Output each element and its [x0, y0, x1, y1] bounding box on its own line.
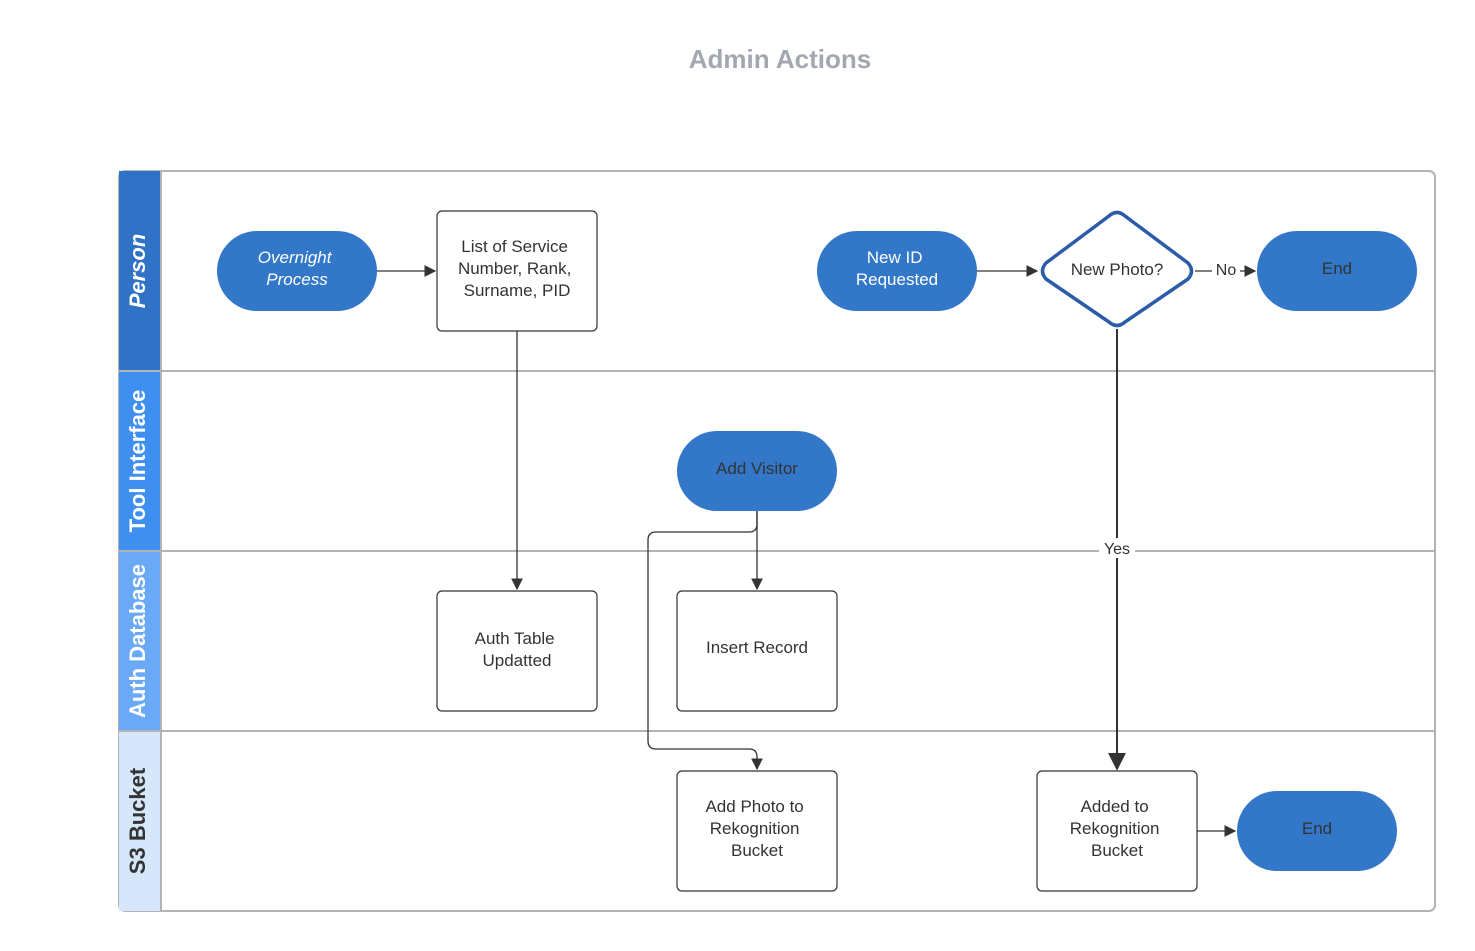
node-text-line: Bucket — [731, 841, 783, 860]
node-text-line: Rekognition — [1070, 819, 1160, 838]
insert-record-label: Insert Record — [706, 638, 808, 657]
add-photo-label: Add Photo to Rekognition Bucket — [705, 797, 808, 860]
terminal-overnight-process — [217, 231, 377, 311]
edge-add-visitor-to-add-photo — [647, 511, 763, 771]
node-text-line: Bucket — [1091, 841, 1143, 860]
edge-label-no: No — [1216, 262, 1237, 279]
node-text-line: Auth Table — [475, 629, 555, 648]
process-add-photo — [676, 770, 838, 892]
service-list-label: List of Service Number, Rank, Surname, P… — [458, 237, 576, 300]
node-text-line: New Photo? — [1071, 260, 1164, 279]
edge-labels: No Yes — [1099, 260, 1240, 558]
edge-label-bg — [1099, 538, 1135, 558]
node-text-line: New ID — [867, 248, 923, 267]
edge-label-bg — [1212, 260, 1240, 280]
terminal-end-s3 — [1237, 791, 1397, 871]
lane-label-person: Person — [125, 234, 150, 309]
process-service-list — [436, 210, 598, 332]
add-visitor-label: Add Visitor — [716, 459, 798, 478]
process-added-to-bucket — [1036, 770, 1198, 892]
node-text-line: Rekognition — [710, 819, 800, 838]
lane-label-tool-interface: Tool Interface — [125, 390, 150, 533]
node-text-line: Process — [266, 270, 328, 289]
node-text-line: End — [1322, 259, 1352, 278]
node-text-line: Add Visitor — [716, 459, 798, 478]
added-to-bucket-label: Added to Rekognition Bucket — [1070, 797, 1165, 860]
lane-header-person — [119, 171, 161, 371]
node-text-line: Add Photo to — [705, 797, 803, 816]
swimlanes: Person Tool Interface Auth Database S3 B… — [118, 170, 1436, 912]
lane-header-auth-database — [119, 551, 161, 731]
lane-header-tool-interface — [119, 371, 161, 551]
node-text-line: Updatted — [483, 651, 552, 670]
lane-label-auth-database: Auth Database — [125, 564, 150, 718]
node-text-line: Added to — [1081, 797, 1149, 816]
decision-new-photo — [1040, 210, 1194, 328]
edge-label-yes: Yes — [1104, 541, 1130, 558]
end-person-label: End — [1322, 259, 1352, 278]
process-auth-table-updated — [436, 590, 598, 712]
lane-header-s3-bucket — [119, 731, 161, 911]
node-text-line: Insert Record — [706, 638, 808, 657]
node-text-line: List of Service — [461, 237, 568, 256]
nodes: Overnight Process List of Service Number… — [217, 210, 1417, 892]
node-text-line: End — [1302, 819, 1332, 838]
auth-table-label: Auth Table Updatted — [475, 629, 560, 670]
new-photo-label: New Photo? — [1071, 260, 1164, 279]
terminal-new-id-requested — [817, 231, 977, 311]
new-id-requested-label: New ID Requested — [856, 248, 938, 289]
node-text-line: Requested — [856, 270, 938, 289]
lane-label-s3-bucket: S3 Bucket — [125, 767, 150, 874]
node-text-line: Surname, PID — [464, 281, 571, 300]
terminal-end-person — [1257, 231, 1417, 311]
terminal-add-visitor — [677, 431, 837, 511]
node-text-line: Number, Rank, — [458, 259, 571, 278]
overnight-process-label: Overnight Process — [258, 248, 336, 289]
diagram-title: Admin Actions — [688, 44, 872, 74]
node-text-line: Overnight — [258, 248, 333, 267]
end-s3-label: End — [1302, 819, 1332, 838]
process-insert-record — [676, 590, 838, 712]
